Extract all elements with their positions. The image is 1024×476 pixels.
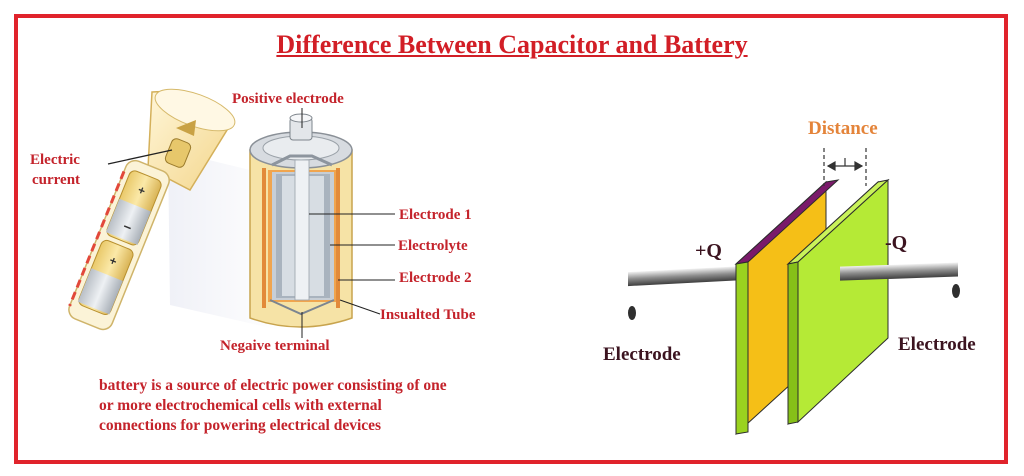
label-negative-charge: -Q (885, 232, 908, 254)
label-left-electrode: Electrode (603, 344, 681, 365)
label-positive-charge: +Q (695, 240, 722, 262)
battery-description-line: battery is a source of electric power co… (99, 377, 447, 394)
label-electrode-1: Electrode 1 (399, 207, 472, 223)
battery-description-line: or more electrochemical cells with exter… (99, 397, 382, 414)
distance-indicator (823, 148, 867, 186)
label-electric-current-line2: current (32, 172, 81, 188)
negative-plate (786, 178, 890, 426)
page-title: Difference Between Capacitor and Battery (276, 30, 748, 59)
flashlight-illustration: + − + (68, 88, 280, 331)
label-positive-electrode: Positive electrode (232, 91, 344, 107)
svg-text:+: + (107, 253, 119, 269)
page-frame (14, 14, 1008, 464)
right-electrode-rod (840, 262, 960, 298)
capacitor-diagram (628, 148, 960, 436)
label-electrolyte: Electrolyte (398, 238, 468, 254)
label-electric-current-line1: Electric (30, 152, 80, 168)
left-electrode-rod (628, 266, 740, 320)
label-insulated-tube: Insualted Tube (380, 307, 476, 323)
label-negative-terminal: Negaive terminal (220, 338, 330, 354)
battery-description: battery is a source of electric power co… (99, 376, 559, 436)
battery-description-line: connections for powering electrical devi… (99, 417, 382, 434)
battery-cutaway (249, 113, 353, 328)
svg-text:+: + (136, 183, 148, 199)
label-electrode-2: Electrode 2 (399, 270, 472, 286)
label-distance: Distance (808, 118, 878, 139)
battery-leader-lines (301, 108, 395, 338)
label-right-electrode: Electrode (898, 334, 976, 355)
